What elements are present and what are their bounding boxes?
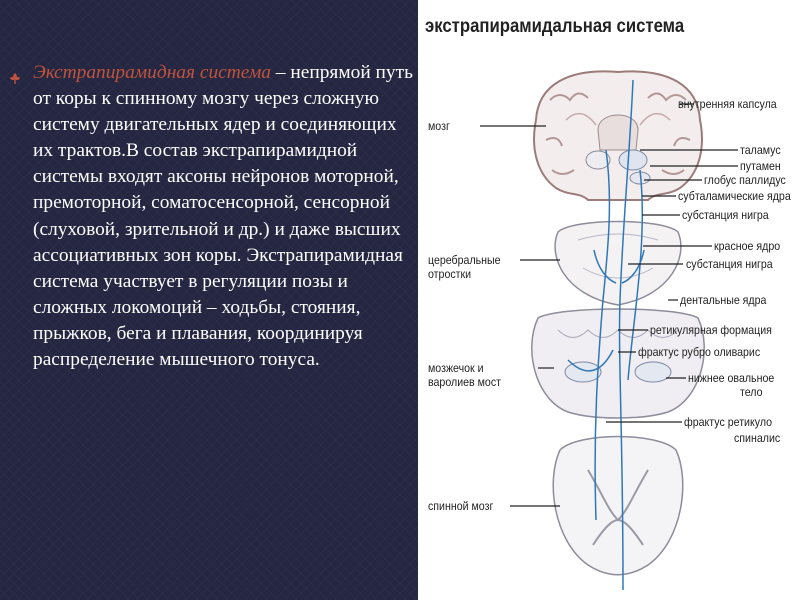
label-globus-pallidus: глобус паллидус [704,173,786,187]
text-panel: Экстрапирамидная система – непрямой путь… [10,60,418,373]
label-cerebellum-2: варолиев мост [428,375,501,389]
label-dentate-nuclei: дентальные ядра [680,293,767,307]
label-reticulospinal-2: спиналис [734,431,781,445]
label-brain: мозг [428,119,450,133]
slide-body-text: Экстрапирамидная система – непрямой путь… [33,60,418,373]
label-spinal-cord: спинной мозг [428,499,494,513]
extrapyramidal-diagram: экстрапирамидальная система [418,0,800,600]
label-internal-capsule: внутренняя капсула [678,97,777,111]
fleur-bullet-icon [10,73,20,84]
label-reticulospinal-1: фрактус ретикуло [684,415,773,429]
label-cerebral-1: церебральные [428,253,501,267]
pointer-lines [480,103,738,507]
term-highlight: Экстрапирамидная система [33,62,271,83]
spinal-cord-section [552,435,684,576]
label-cerebellum-1: мозжечок и [428,361,484,375]
label-substantia-nigra-2: субстанция нигра [686,257,773,271]
label-subthalamic-nuclei: субталамические ядра [678,189,791,203]
label-inferior-olive-1: нижнее овальное [688,371,775,385]
figure-title: экстрапирамидальная система [425,16,685,37]
motor-tracts [567,79,645,591]
cerebral-peduncles [554,220,682,306]
label-inferior-olive-2: тело [740,385,763,399]
definition-text: – непрямой путь от коры к спинному мозгу… [33,62,413,371]
label-substantia-nigra-1: субстанция нигра [682,208,769,222]
brain-section-drawing [480,70,738,591]
label-thalamus: таламус [740,143,781,157]
label-cerebral-2: отростки [428,267,472,281]
label-red-nucleus: красное ядро [714,239,781,253]
brain-section [533,70,703,201]
label-reticular-formation: ретикулярная формация [650,323,772,337]
label-putamen: путамен [740,159,781,173]
label-rubro-olivary-tract: фрактус рубро оливарис [638,345,761,359]
cerebellum-pons [531,308,705,419]
